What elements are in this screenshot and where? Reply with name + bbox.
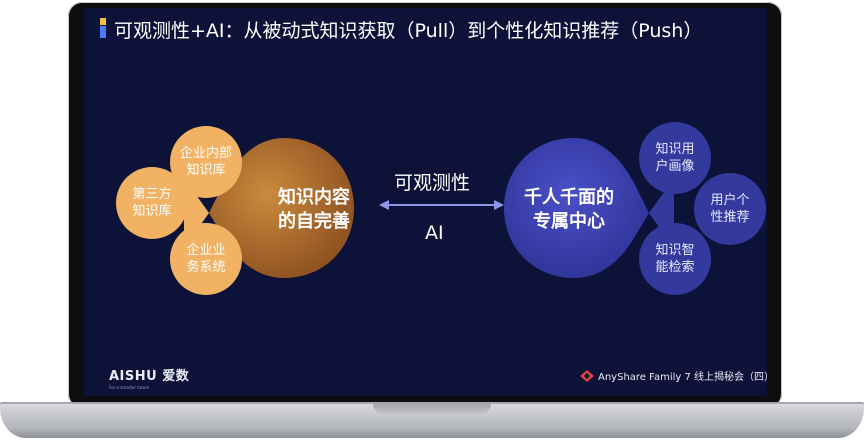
left-center-label: 知识内容 的自完善 [278,187,350,232]
petal-intelligent-search: 知识智 能检索 [639,223,711,295]
slide-title: 可观测性+AI：从被动式知识获取（Pull）到个性化知识推荐（Push） [114,20,703,42]
right-center-label: 千人千面的 专属中心 [524,187,614,232]
laptop-thumb-notch [373,404,491,414]
petal-enterprise-business-systems: 企业业 务系统 [170,223,242,295]
petal-third-party-kb: 第三方 知识库 [116,167,188,239]
petal-knowledge-user-profile: 知识用 户画像 [639,122,711,194]
footer-brand: AnyShare Family 7 线上揭秘会（四） [580,368,767,383]
title-accent-icon [100,18,106,38]
bidirectional-arrow-icon [379,200,504,210]
arrow-label-ai: AI [425,222,444,244]
aishu-logo: AISHU 爱数 For a smarter future [109,369,190,390]
anyshare-logo-icon [580,369,594,382]
petal-personalized-recommendation: 用户个 性推荐 [694,173,766,245]
arrow-label-observability: 可观测性 [394,172,471,194]
presentation-slide: 可观测性+AI：从被动式知识获取（Pull）到个性化知识推荐（Push） 企业内… [84,8,767,396]
